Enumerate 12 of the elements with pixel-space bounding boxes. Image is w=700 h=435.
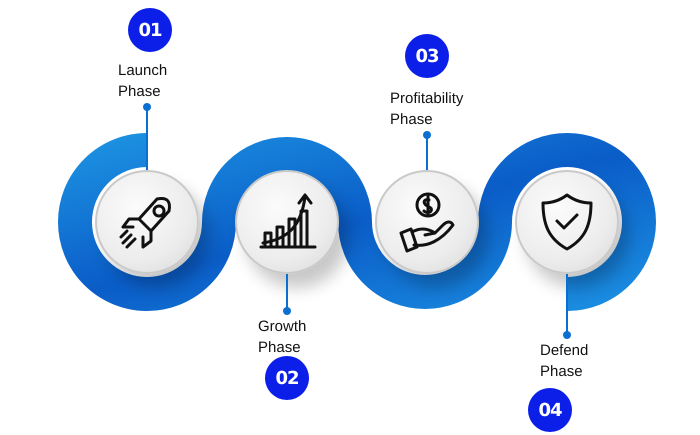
leader-line bbox=[143, 103, 151, 170]
phase-label: Growth Phase bbox=[258, 316, 328, 358]
phase-label: Profitability Phase bbox=[390, 88, 485, 130]
leader-line bbox=[423, 131, 431, 170]
number-badge: 02 bbox=[265, 356, 309, 400]
phase-label: Defend Phase bbox=[540, 340, 610, 382]
leader-line bbox=[563, 274, 571, 339]
number-badge: 01 bbox=[128, 8, 172, 52]
leader-line bbox=[283, 274, 291, 315]
phase-label: Launch Phase bbox=[118, 60, 188, 102]
number-badge: 03 bbox=[405, 34, 449, 78]
number-badge: 04 bbox=[528, 388, 572, 432]
